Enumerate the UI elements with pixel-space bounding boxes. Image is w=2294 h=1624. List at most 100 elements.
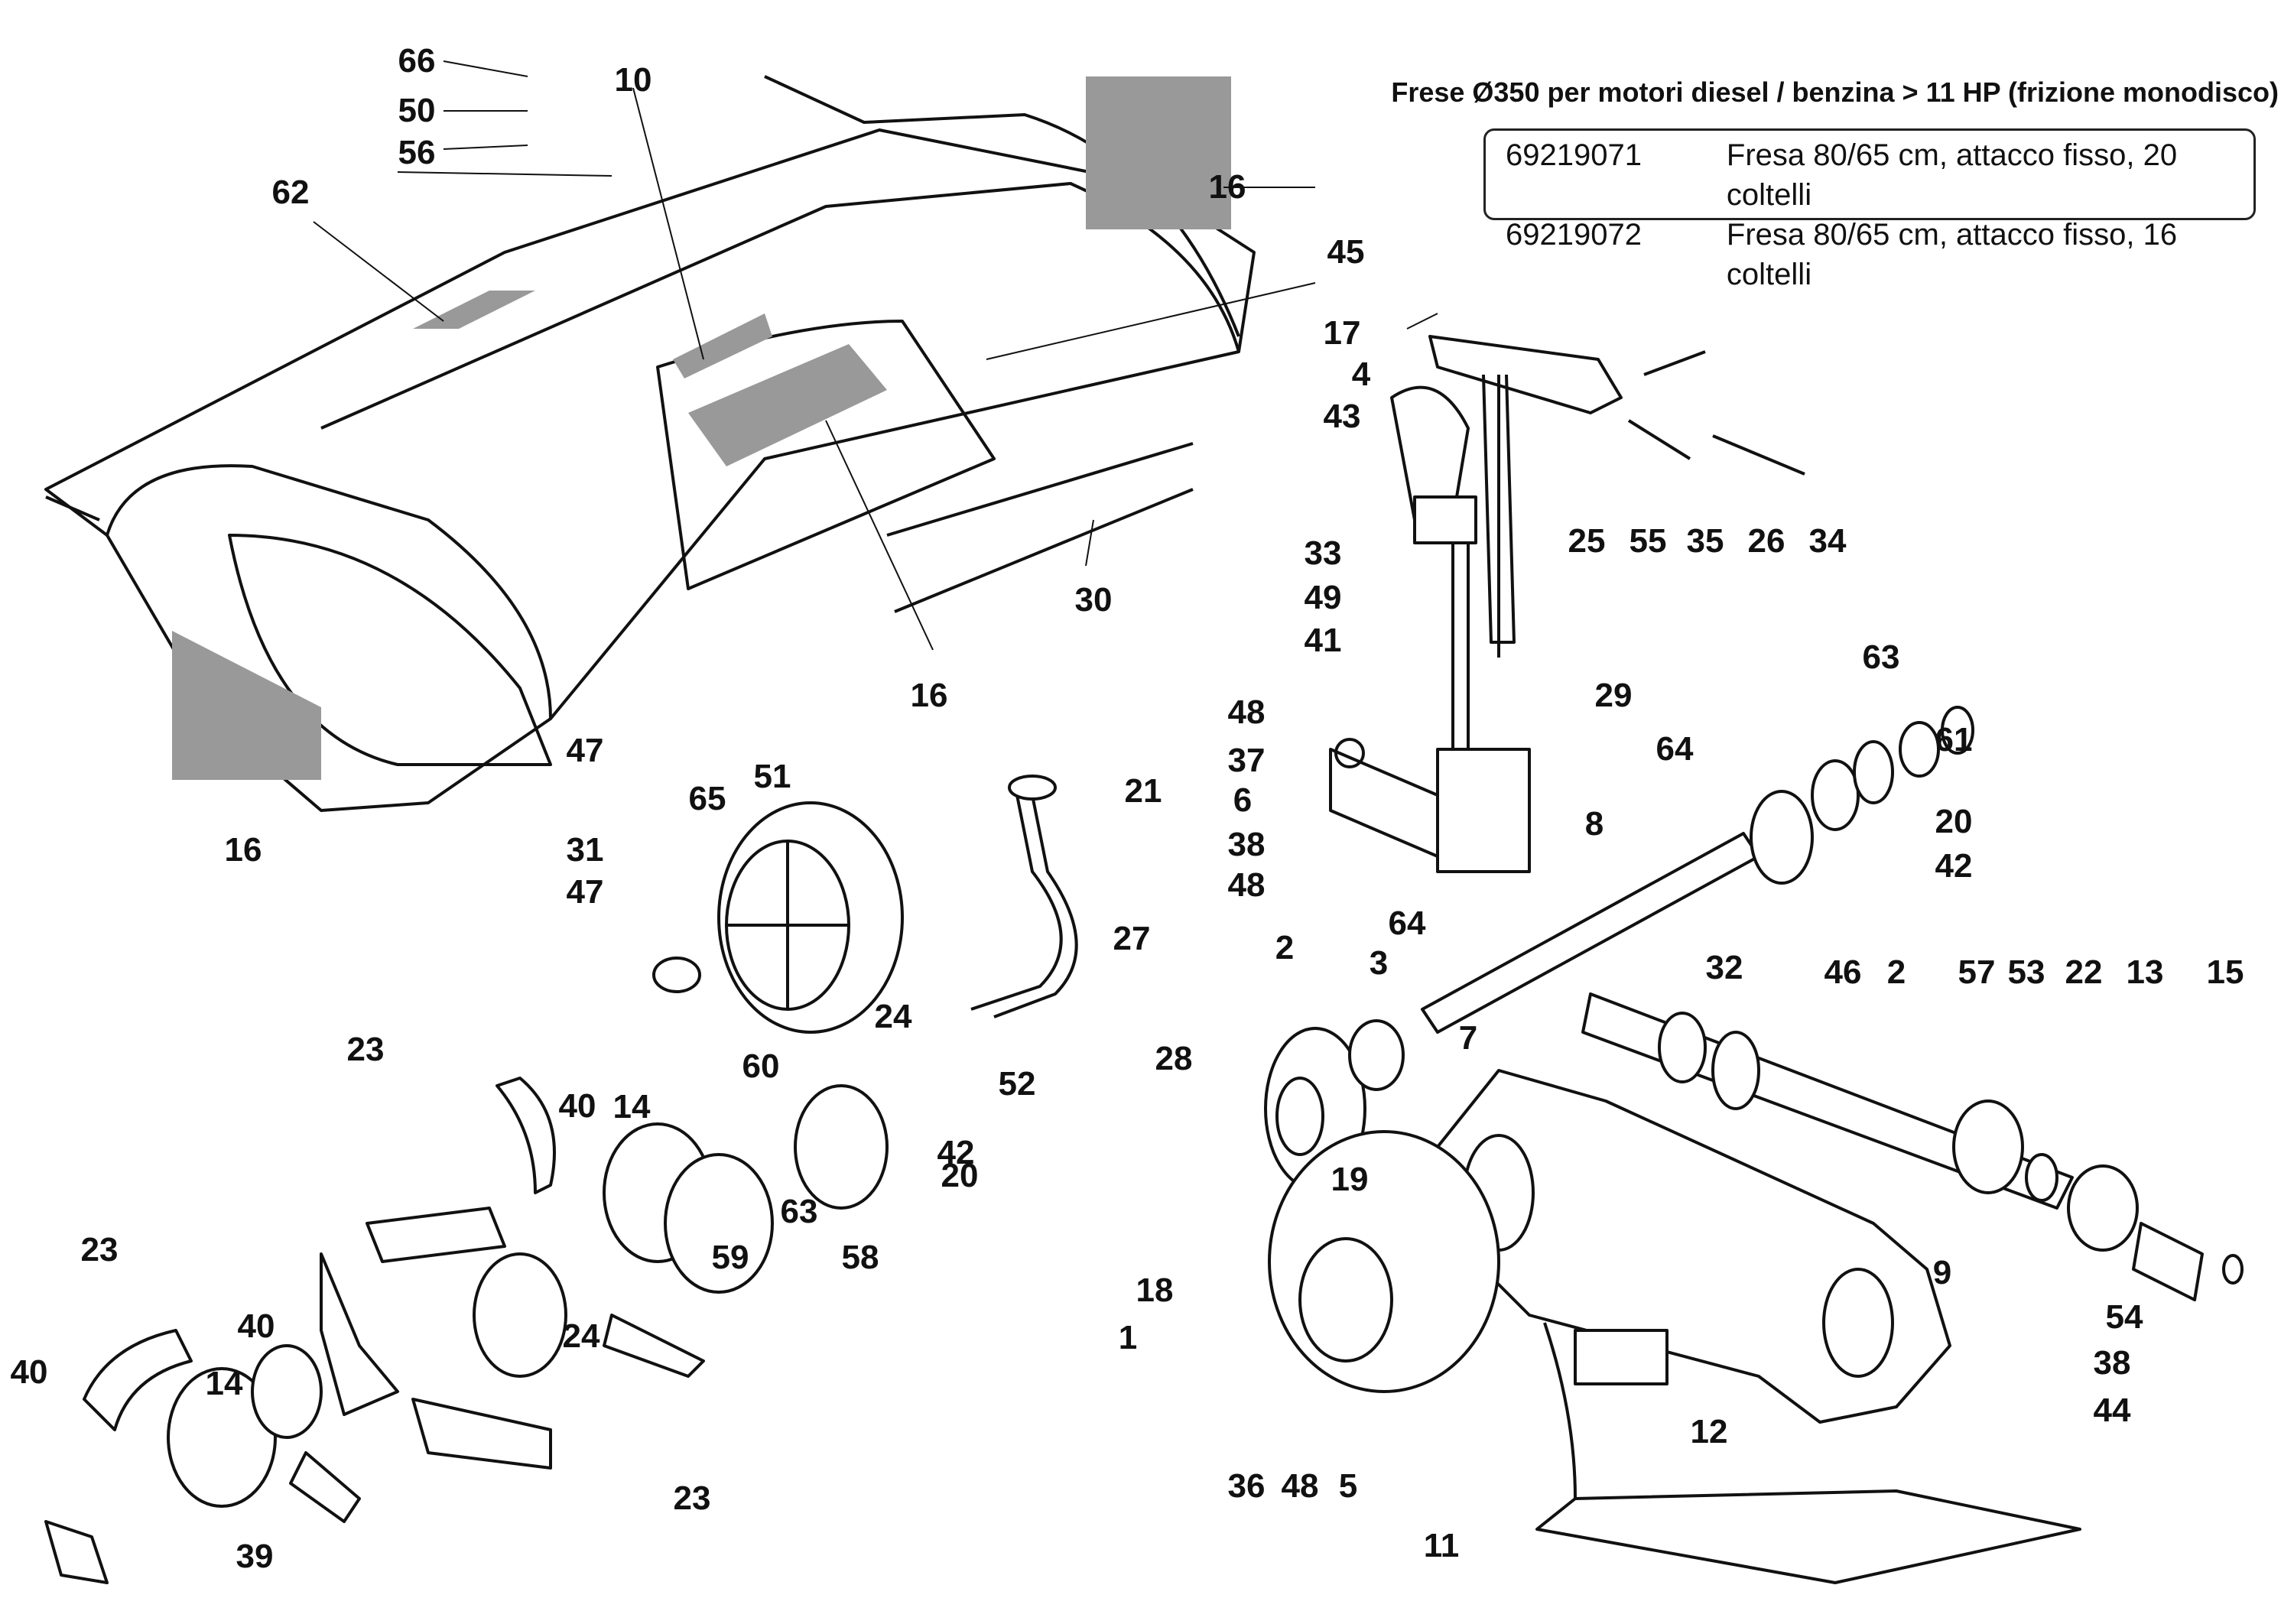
part-number-label: 31 [566,831,604,869]
part-number-label: 38 [2093,1344,2131,1382]
model-code: 69219071 [1506,138,1642,172]
part-number-label: 41 [1304,622,1342,659]
part-number-label: 56 [398,134,436,171]
model-description: Fresa 80/65 cm, attacco fisso, 20 coltel… [1726,138,2178,212]
part-number-label: 5 [1338,1467,1358,1505]
part-number-label: 36 [1227,1467,1266,1505]
part-number-label: 64 [1656,730,1694,768]
part-number-label: 8 [1584,805,1604,843]
part-number-label: 37 [1227,742,1266,779]
part-number-label: 19 [1331,1161,1369,1198]
part-number-label: 24 [874,998,912,1035]
part-number-label: 14 [612,1088,651,1125]
part-number-label: 29 [1594,677,1633,714]
part-number-label: 42 [1935,847,1973,885]
part-number-label: 12 [1690,1413,1728,1450]
part-number-label: 45 [1327,233,1365,271]
wheel [652,801,904,1034]
part-number-label: 20 [941,1157,979,1194]
part-number-label: 25 [1568,522,1606,560]
part-number-label: 50 [398,92,436,129]
part-number-label: 61 [1935,721,1973,758]
part-number-label: 54 [2105,1298,2143,1336]
part-number-label: 48 [1227,693,1266,731]
part-number-label: 23 [80,1231,119,1268]
part-number-label: 7 [1458,1019,1478,1057]
part-number-label: 47 [566,732,604,769]
model-code: 69219072 [1506,218,1642,252]
leader-lines [313,60,1438,651]
part-number-label: 34 [1808,522,1847,560]
part-number-label: 15 [2206,953,2244,991]
part-number-label: 1 [1118,1319,1138,1356]
part-number-label: 51 [753,758,791,795]
code-row: 69219072 Fresa 80/65 cm, attacco fisso, … [1506,215,2234,294]
part-number-label: 18 [1136,1272,1174,1309]
part-number-label: 3 [1369,944,1389,982]
part-number-label: 40 [558,1087,596,1125]
part-number-label: 26 [1747,522,1785,560]
part-number-label: 6 [1233,781,1253,819]
part-number-label: 30 [1074,581,1113,619]
part-number-label: 4 [1351,356,1371,393]
part-number-label: 58 [841,1239,879,1276]
depth-skid [1535,1322,2081,1584]
wheel-arm [970,775,1078,1018]
part-number-label: 24 [562,1317,600,1355]
part-number-label: 32 [1705,949,1743,986]
part-number-label: 43 [1323,398,1361,435]
part-number-label: 2 [1886,953,1906,991]
part-number-label: 40 [10,1353,48,1391]
lever-assembly [1390,335,1805,788]
part-number-label: 2 [1275,929,1295,966]
part-number-label: 20 [1935,803,1973,840]
part-number-label: 66 [398,42,436,80]
part-number-label: 27 [1113,920,1151,957]
main-shaft [1421,706,1974,1034]
part-number-label: 57 [1958,953,1996,991]
part-number-label: 21 [1124,772,1162,810]
part-number-label: 46 [1824,953,1862,991]
part-number-label: 16 [910,677,948,714]
part-number-label: 47 [566,873,604,911]
part-number-label: 16 [1208,168,1246,206]
part-number-label: 17 [1323,314,1361,352]
part-number-label: 49 [1304,579,1342,616]
pinion-shaft [1581,992,2244,1301]
code-row: 69219071 Fresa 80/65 cm, attacco fisso, … [1506,135,2234,215]
part-number-label: 23 [346,1031,385,1068]
part-number-label: 9 [1932,1254,1952,1291]
part-number-label: 53 [2007,953,2045,991]
part-number-label: 35 [1686,522,1724,560]
part-number-label: 38 [1227,826,1266,863]
part-number-label: 13 [2126,953,2164,991]
part-number-label: 16 [224,831,262,869]
part-number-label: 23 [673,1479,711,1517]
rotor-left-group [44,1077,889,1584]
part-number-label: 65 [688,780,726,817]
model-description: Fresa 80/65 cm, attacco fisso, 16 coltel… [1726,218,2178,291]
part-number-label: 39 [236,1538,274,1575]
part-number-label: 44 [2093,1392,2131,1429]
part-number-label: 33 [1304,534,1342,572]
part-number-label: 63 [780,1193,818,1230]
part-number-label: 59 [711,1239,749,1276]
part-number-label: 11 [1423,1527,1460,1564]
part-number-label: 52 [998,1065,1036,1103]
part-number-label: 62 [271,174,310,211]
diagram-title: Frese Ø350 per motori diesel / benzina >… [1391,76,2279,108]
part-number-label: 42 [937,1134,975,1171]
part-number-label: 60 [742,1047,780,1085]
decals [172,76,1231,780]
bracket-plate [1329,738,1531,873]
part-number-label: 48 [1227,866,1266,904]
part-number-label: 48 [1281,1467,1319,1505]
part-number-label: 10 [614,61,652,99]
part-number-label: 64 [1388,905,1426,942]
part-number-label: 28 [1155,1040,1193,1077]
part-number-label: 14 [205,1365,243,1402]
gearbox-housing [1268,1069,1951,1424]
model-codes-table: 69219071 Fresa 80/65 cm, attacco fisso, … [1483,128,2256,291]
part-number-label: 55 [1629,522,1667,560]
